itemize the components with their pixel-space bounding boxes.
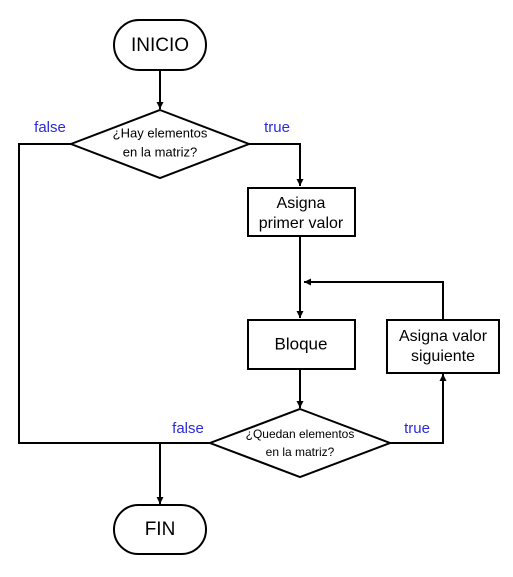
decision2-true-label: true: [404, 420, 430, 437]
decision1-true-label: true: [264, 119, 290, 136]
decision-remaining: ¿Quedan elementos en la matriz?: [207, 407, 393, 479]
assign-next-line1: Asigna valor: [399, 328, 488, 345]
decision-has-elements-line2: en la matriz?: [123, 144, 197, 159]
decision-has-elements-line1: ¿Hay elementos: [113, 125, 208, 140]
assign-next-process: Asigna valor siguiente: [386, 319, 500, 374]
edge-decision1-false-to-merge: [18, 143, 210, 444]
edge-decision1-true-to-assign-first: [249, 143, 304, 186]
decision2-false-label: false: [172, 420, 204, 437]
block-label: Bloque: [275, 334, 328, 353]
block-process: Bloque: [247, 319, 356, 370]
assign-next-line2: siguiente: [411, 348, 475, 365]
start-label: INICIO: [131, 35, 189, 56]
assign-first-process: Asigna primer valor: [247, 187, 356, 237]
assign-first-line2: primer valor: [259, 215, 344, 232]
edge-assign-next-loop-back: [304, 278, 444, 320]
start-terminal: INICIO: [113, 19, 207, 71]
decision1-false-label: false: [34, 119, 66, 136]
decision-remaining-line1: ¿Quedan elementos: [246, 427, 355, 441]
decision-remaining-line2: en la matriz?: [266, 445, 335, 459]
end-terminal: FIN: [113, 504, 207, 555]
end-label: FIN: [145, 519, 176, 540]
assign-first-line1: Asigna: [277, 195, 326, 212]
decision-has-elements: ¿Hay elementos en la matriz?: [68, 108, 252, 180]
edge-decision2-true-to-assign-next: [390, 374, 447, 444]
